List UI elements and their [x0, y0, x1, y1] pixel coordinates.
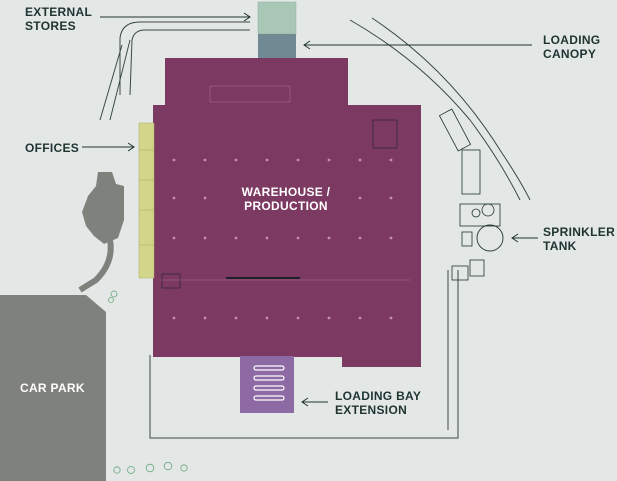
car-park-area	[0, 295, 106, 481]
sprinkler-tank	[476, 224, 504, 252]
external-stores-label: EXTERNAL STORES	[25, 5, 93, 33]
warehouse-label: WAREHOUSE / PRODUCTION	[241, 185, 331, 213]
service-structures	[438, 108, 501, 281]
loading-doors	[253, 365, 285, 401]
external-stores-block	[257, 1, 297, 35]
loading-bay-extension-arrow	[301, 397, 328, 407]
adjacent-building-link	[78, 239, 114, 293]
column-grid	[172, 158, 393, 320]
loading-bay-extension-block	[240, 356, 294, 413]
access-roads	[99, 17, 531, 439]
trees	[108, 290, 188, 474]
external-stores-arrow	[100, 12, 251, 22]
sprinkler-tank-label: SPRINKLER TANK	[543, 225, 616, 253]
offices-label: OFFICES	[25, 141, 80, 155]
loading-canopy-label: LOADING CANOPY	[543, 33, 601, 61]
sprinkler-tank-arrow	[511, 233, 538, 243]
warehouse-block	[153, 58, 421, 367]
loading-canopy-arrow	[303, 40, 532, 50]
adjacent-building	[82, 172, 124, 244]
offices-arrow	[82, 142, 135, 152]
loading-canopy-block	[258, 34, 296, 60]
warehouse-interior	[160, 85, 410, 289]
car-park-label: CAR PARK	[20, 381, 85, 395]
label-arrows	[82, 12, 538, 407]
loading-bay-extension-label: LOADING BAY EXTENSION	[335, 389, 422, 417]
offices-partitions	[139, 149, 154, 246]
offices-block	[138, 122, 155, 279]
